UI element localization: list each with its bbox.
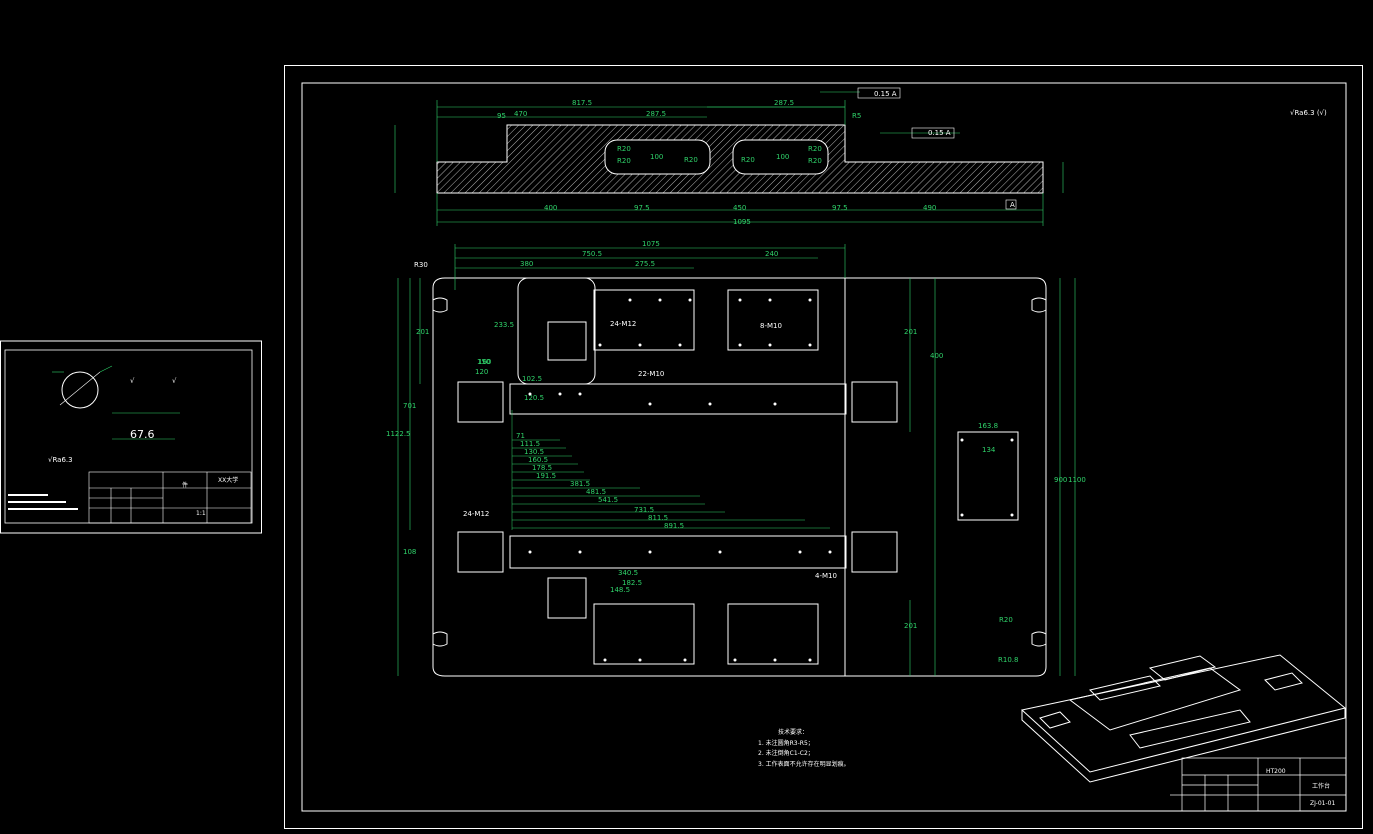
plan-chain-11: 891.5: [664, 522, 684, 530]
plan-dim-1075: 1075: [642, 240, 660, 248]
plan-view: 1075 750.5 380 275.5 240 24-M12 22-M10 8…: [386, 240, 1086, 677]
plan-misc-1: 160: [478, 358, 491, 366]
plan-misc-5: 120.5: [524, 394, 544, 402]
plan-dim-1122: 1122.5: [386, 430, 411, 438]
sec-dim-287b: 287.5: [774, 99, 794, 107]
plan-chain-0: 71: [516, 432, 525, 440]
sec-dim-450: 450: [733, 204, 746, 212]
plan-misc-13: R30: [414, 261, 428, 269]
sec-dim-470: 470: [514, 110, 527, 118]
sec-dim-287a: 287.5: [646, 110, 666, 118]
plan-chain-4: 178.5: [532, 464, 552, 472]
plan-dim-201ra: 201: [904, 328, 917, 336]
plan-misc-10: 148.5: [610, 586, 630, 594]
plan-chain-9: 731.5: [634, 506, 654, 514]
sec-dim-r5: R5: [852, 112, 861, 120]
plan-misc-6: 163.8: [978, 422, 998, 430]
tb-part-name: 工作台: [1312, 782, 1330, 790]
sec-datum: A: [1010, 201, 1015, 209]
svg-text:√: √: [130, 377, 135, 385]
notes-title: 技术要求：: [778, 728, 808, 736]
plan-misc-9: 182.5: [622, 579, 642, 587]
plan-chain-2: 130.5: [524, 448, 544, 456]
detail-name: 件: [182, 481, 188, 489]
detail-scale: 1:1: [196, 510, 206, 517]
isometric-view: [1020, 654, 1347, 783]
sec-hole-r20a: R20: [617, 145, 631, 153]
plan-dim-900r: 900: [1054, 476, 1067, 484]
plan-misc-0: 233.5: [494, 321, 514, 329]
plan-misc-11: R20: [999, 616, 1013, 624]
plan-label-24m12a: 24-M12: [610, 320, 636, 328]
technical-notes: 技术要求： 1. 未注圆角R3-R5； 2. 未注倒角C1-C2； 3. 工作表…: [758, 728, 850, 768]
notes-item-1: 1. 未注圆角R3-R5；: [758, 739, 814, 747]
plan-misc-7: 134: [982, 446, 996, 454]
detail-title-block: [88, 471, 252, 524]
sec-hole-r20d: R20: [741, 156, 755, 164]
plan-chain-8: 541.5: [598, 496, 618, 504]
plan-label-22m10: 22-M10: [638, 370, 664, 378]
sec-dim-95: 95: [497, 112, 506, 120]
plan-label-4m10: 4-M10: [815, 572, 837, 580]
sec-dim-490: 490: [923, 204, 936, 212]
plan-misc-3: 120: [475, 368, 488, 376]
plan-dim-750: 750.5: [582, 250, 602, 258]
tb-material: HT200: [1266, 768, 1286, 775]
plan-dim-240: 240: [765, 250, 778, 258]
main-sheet-border: [284, 65, 1363, 829]
sec-tolerance-2: 0.15 A: [928, 129, 951, 137]
sec-hole-100b: 100: [776, 153, 789, 161]
tb-drawing-no: ZJ-01-01: [1310, 800, 1335, 807]
plan-chain-7: 481.5: [586, 488, 606, 496]
notes-item-2: 2. 未注倒角C1-C2；: [758, 749, 814, 757]
plan-dim-275: 275.5: [635, 260, 655, 268]
plan-label-8m10: 8-M10: [760, 322, 782, 330]
sec-dim-97b: 97.5: [832, 204, 848, 212]
plan-label-24m12b: 24-M12: [463, 510, 489, 518]
sec-hole-r20f: R20: [808, 157, 822, 165]
plan-dim-108l: 108: [403, 548, 416, 556]
plan-dim-201rb: 201: [904, 622, 917, 630]
sec-hole-r20c: R20: [684, 156, 698, 164]
title-block: [1170, 757, 1347, 812]
section-view: 817.5 470 287.5 287.5 95 R5 400 97.5 450…: [394, 87, 1064, 226]
plan-dim-201l: 201: [416, 328, 429, 336]
sec-hole-r20b: R20: [617, 157, 631, 165]
sec-tolerance-1: 0.15 A: [874, 90, 897, 98]
plan-misc-12: R10.8: [998, 656, 1018, 664]
plan-dim-701: 701: [403, 402, 416, 410]
svg-text:√: √: [172, 377, 177, 385]
top-right-roughness: √Ra6.3 (√): [1290, 109, 1327, 117]
plan-chain-1: 111.5: [520, 440, 540, 448]
sec-dim-1095: 1095: [733, 218, 751, 226]
detail-value: 67.6: [130, 428, 155, 441]
plan-chain-5: 191.5: [536, 472, 556, 480]
plan-misc-2: 150: [477, 358, 490, 366]
sec-dim-97a: 97.5: [634, 204, 650, 212]
plan-dim-1100r: 1100: [1068, 476, 1086, 484]
sec-dim-400: 400: [544, 204, 557, 212]
plan-chain-6: 381.5: [570, 480, 590, 488]
plan-misc-4: 102.5: [522, 375, 542, 383]
plan-misc-8: 340.5: [618, 569, 638, 577]
plan-chain-3: 160.5: [528, 456, 548, 464]
sec-dim-817: 817.5: [572, 99, 592, 107]
sec-hole-r20e: R20: [808, 145, 822, 153]
detail-roughness: √Ra6.3: [48, 456, 73, 464]
plan-chain-10: 811.5: [648, 514, 668, 522]
plan-dim-380: 380: [520, 260, 533, 268]
sec-hole-100a: 100: [650, 153, 663, 161]
detail-sheet: √ √ 67.6 √Ra6.3 XX大学 件 1:1: [0, 340, 262, 534]
detail-school: XX大学: [218, 476, 238, 484]
notes-item-3: 3. 工作表面不允许存在明显划痕。: [758, 760, 850, 768]
plan-dim-400r: 400: [930, 352, 943, 360]
